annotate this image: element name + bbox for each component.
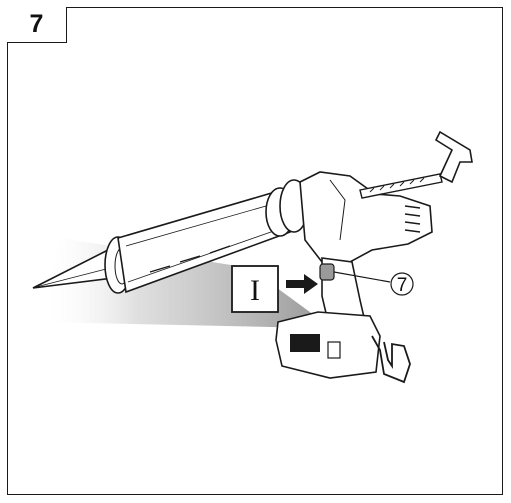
cartridge-tube: [117, 191, 292, 294]
callout-number: 7: [397, 275, 408, 296]
mode-label: I: [250, 274, 260, 307]
circled-number-icon: [390, 272, 414, 296]
belt-hook: [371, 335, 411, 384]
plunger-rod: [359, 173, 443, 199]
trigger-switch: [319, 263, 335, 281]
mode-label-box: [231, 265, 279, 313]
step-number: 7: [29, 10, 44, 38]
figure-frame: [7, 7, 503, 495]
step-number-badge: 7: [7, 7, 67, 43]
vents: [404, 205, 421, 233]
rear-hook: [434, 130, 473, 184]
battery-indicator: [290, 334, 320, 352]
arrow-right-icon: [286, 274, 318, 294]
tube-slots: [149, 245, 231, 273]
callout-leader: [333, 271, 391, 283]
nozzle-edge: [35, 267, 111, 288]
